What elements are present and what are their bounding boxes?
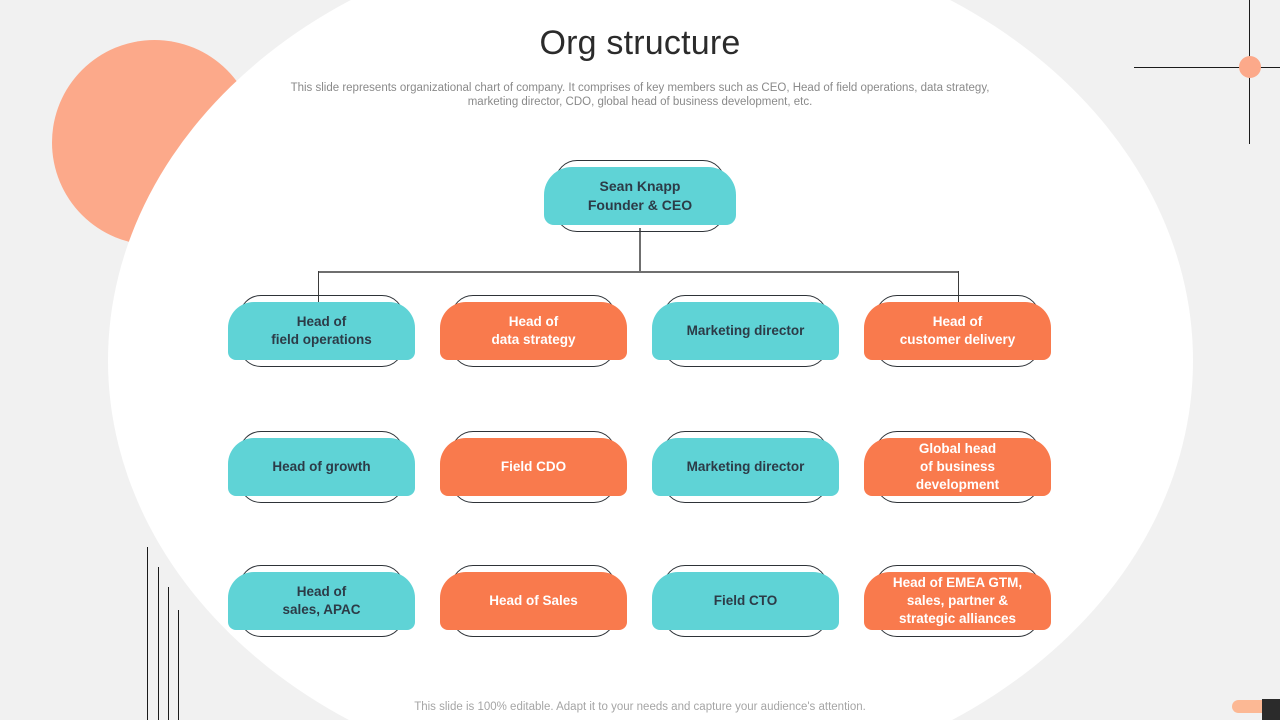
node-head-of-growth[interactable]: Head of growth (228, 431, 415, 503)
crosshair-dot-icon (1239, 56, 1261, 78)
node-head-of-emea-gtm[interactable]: Head of EMEA GTM, sales, partner & strat… (864, 565, 1051, 637)
connector-ceo-stem (639, 228, 641, 273)
node-label: Head of Sales (489, 593, 578, 608)
node-fill: Head of field operations (228, 302, 415, 360)
node-fill: Marketing director (652, 302, 839, 360)
connector-drop-right (958, 271, 959, 303)
node-fill: Global head of business development (864, 438, 1051, 496)
corner-dark-block-icon (1262, 699, 1280, 720)
node-fill: Head of data strategy (440, 302, 627, 360)
node-label: Head of EMEA GTM, sales, partner & strat… (892, 575, 1023, 626)
node-fill: Sean Knapp Founder & CEO (544, 167, 736, 225)
node-label: Head of field operations (271, 314, 372, 347)
node-label: Sean Knapp Founder & CEO (587, 178, 693, 213)
node-fill: Head of customer delivery (864, 302, 1051, 360)
node-ceo[interactable]: Sean Knapp Founder & CEO (544, 160, 736, 232)
node-fill: Head of growth (228, 438, 415, 496)
connector-drop-left (318, 271, 319, 303)
node-fill: Head of Sales (440, 572, 627, 630)
node-head-of-sales-apac[interactable]: Head of sales, APAC (228, 565, 415, 637)
node-label: Head of growth (272, 459, 371, 474)
footer-note: This slide is 100% editable. Adapt it to… (414, 701, 866, 713)
connector-horizontal-bus (318, 271, 959, 273)
node-global-head-of-business-development[interactable]: Global head of business development (864, 431, 1051, 503)
node-marketing-director-row2[interactable]: Marketing director (652, 431, 839, 503)
node-fill: Head of sales, APAC (228, 572, 415, 630)
node-label: Marketing director (686, 459, 805, 474)
node-head-of-field-operations[interactable]: Head of field operations (228, 295, 415, 367)
node-label: Head of customer delivery (899, 314, 1016, 347)
node-label: Global head of business development (915, 441, 1000, 492)
node-field-cto[interactable]: Field CTO (652, 565, 839, 637)
corner-line-4 (178, 610, 179, 720)
node-label: Field CDO (500, 459, 567, 474)
node-label: Marketing director (686, 323, 805, 338)
corner-line-2 (158, 567, 159, 720)
corner-lines-icon (140, 540, 200, 720)
crosshair-horizontal-line-icon (1134, 67, 1280, 68)
node-fill: Head of EMEA GTM, sales, partner & strat… (864, 572, 1051, 630)
page-title: Org structure (539, 24, 741, 62)
node-field-cdo[interactable]: Field CDO (440, 431, 627, 503)
node-head-of-sales[interactable]: Head of Sales (440, 565, 627, 637)
node-fill: Field CDO (440, 438, 627, 496)
node-fill: Marketing director (652, 438, 839, 496)
node-label: Head of data strategy (491, 314, 576, 347)
node-marketing-director-row1[interactable]: Marketing director (652, 295, 839, 367)
node-head-of-data-strategy[interactable]: Head of data strategy (440, 295, 627, 367)
corner-line-1 (147, 547, 148, 720)
corner-line-3 (168, 587, 169, 720)
node-fill: Field CTO (652, 572, 839, 630)
node-label: Field CTO (713, 593, 778, 608)
node-head-of-customer-delivery[interactable]: Head of customer delivery (864, 295, 1051, 367)
corner-peach-accent-icon (1232, 700, 1266, 713)
node-label: Head of sales, APAC (282, 584, 361, 617)
page-subtitle: This slide represents organizational cha… (290, 82, 990, 108)
